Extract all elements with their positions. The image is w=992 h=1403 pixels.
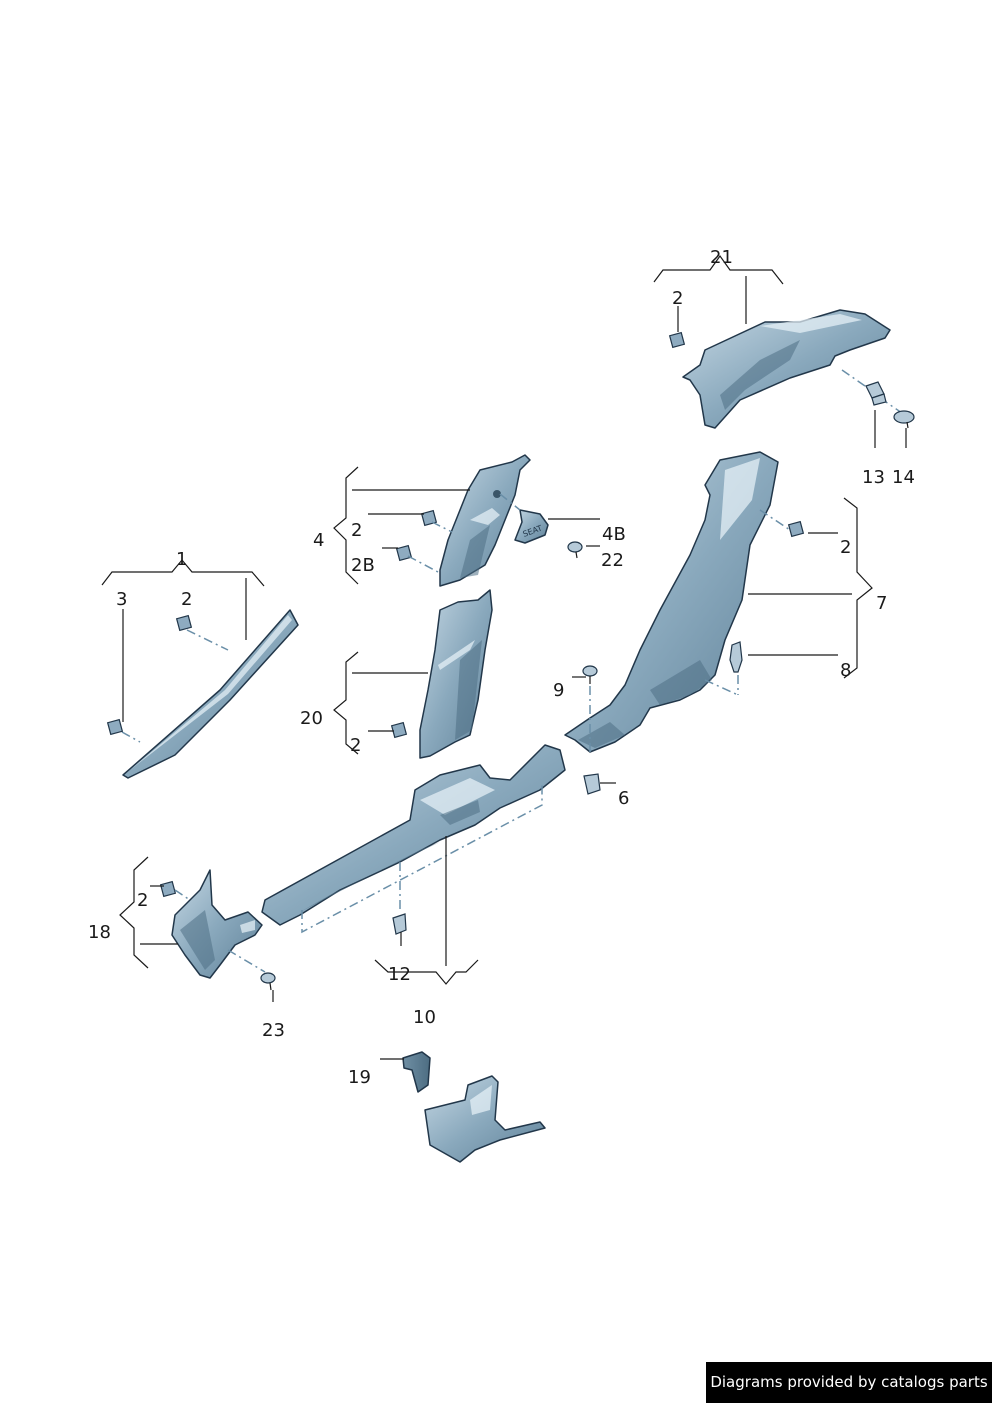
b-pillar-lower-trim-part (419, 589, 493, 759)
clip-icon (390, 721, 408, 739)
seat-belt-guide-icon: SEAT (514, 509, 549, 544)
callout-9: 9 (553, 680, 564, 701)
clip-icon (395, 544, 413, 562)
callout-4b: 4B (602, 524, 626, 545)
b-pillar-upper-trim-part (439, 454, 531, 587)
callout-1: 1 (176, 549, 187, 570)
screw-icon (260, 972, 276, 991)
callout-22: 22 (601, 550, 624, 571)
watermark-text: Diagrams provided by catalogs parts (710, 1373, 988, 1391)
footwell-trim-part (171, 869, 263, 979)
screw-icon (893, 410, 915, 429)
callout-8: 8 (840, 660, 851, 681)
callout-14: 14 (892, 467, 915, 488)
callout-2: 2 (672, 288, 683, 309)
callout-23: 23 (262, 1020, 285, 1041)
callout-3: 3 (116, 589, 127, 610)
grommet-icon (583, 773, 601, 795)
callout-4: 4 (313, 530, 324, 551)
clip-icon (392, 913, 407, 935)
clip-icon (787, 520, 805, 538)
callout-21: 21 (710, 247, 733, 268)
callout-20: 20 (300, 708, 323, 729)
callout-6: 6 (618, 788, 629, 809)
callout-2: 2 (351, 520, 362, 541)
callout-2: 2 (181, 589, 192, 610)
c-pillar-trim-part (564, 451, 791, 753)
screw-icon (567, 541, 583, 559)
sill-panel-part (261, 744, 566, 926)
clip-pin-icon (729, 641, 743, 673)
watermark-banner: Diagrams provided by catalogs parts (706, 1362, 992, 1403)
rear-upper-trim-part (682, 309, 906, 429)
clip-icon (175, 614, 193, 632)
callout-18: 18 (88, 922, 111, 943)
expanding-nut-icon (865, 381, 887, 406)
callout-2: 2 (137, 890, 148, 911)
callout-19: 19 (348, 1067, 371, 1088)
leader-lines (101, 254, 907, 1060)
callout-2: 2 (840, 537, 851, 558)
callout-12: 12 (388, 964, 411, 985)
clip-icon (106, 718, 124, 736)
footrest-panel-part (424, 1075, 546, 1163)
callout-13: 13 (862, 467, 885, 488)
callout-labels: 21 2 13 14 2 7 8 9 6 4 2 2B 4B 22 1 3 2 … (88, 247, 915, 1088)
callout-10: 10 (413, 1007, 436, 1028)
clip-icon (668, 331, 686, 349)
clip-icon (159, 880, 177, 898)
callout-2b: 2B (351, 555, 375, 576)
callout-2: 2 (350, 735, 361, 756)
bracket-part (402, 1051, 431, 1093)
screw-icon (582, 665, 598, 684)
callout-7: 7 (876, 593, 887, 614)
a-pillar-trim-part (121, 609, 299, 779)
